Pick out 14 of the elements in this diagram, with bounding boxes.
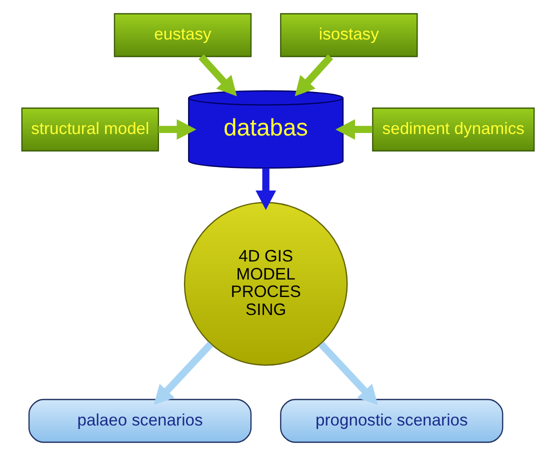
node-box: sediment dynamics bbox=[372, 107, 534, 151]
arrow bbox=[158, 118, 196, 140]
node-box: structural model bbox=[20, 107, 158, 151]
node-circle: 4D GIS MODEL PROCES SING bbox=[183, 201, 348, 366]
arrow bbox=[318, 341, 378, 404]
node-box: palaeo scenarios bbox=[28, 398, 252, 442]
arrow bbox=[153, 341, 213, 404]
node-box: isostasy bbox=[280, 12, 418, 57]
arrow bbox=[334, 118, 372, 140]
node-box: prognostic scenarios bbox=[280, 398, 503, 442]
arrow bbox=[294, 54, 333, 96]
arrow bbox=[255, 168, 276, 210]
arrow bbox=[198, 54, 236, 96]
node-box: eustasy bbox=[113, 12, 252, 57]
